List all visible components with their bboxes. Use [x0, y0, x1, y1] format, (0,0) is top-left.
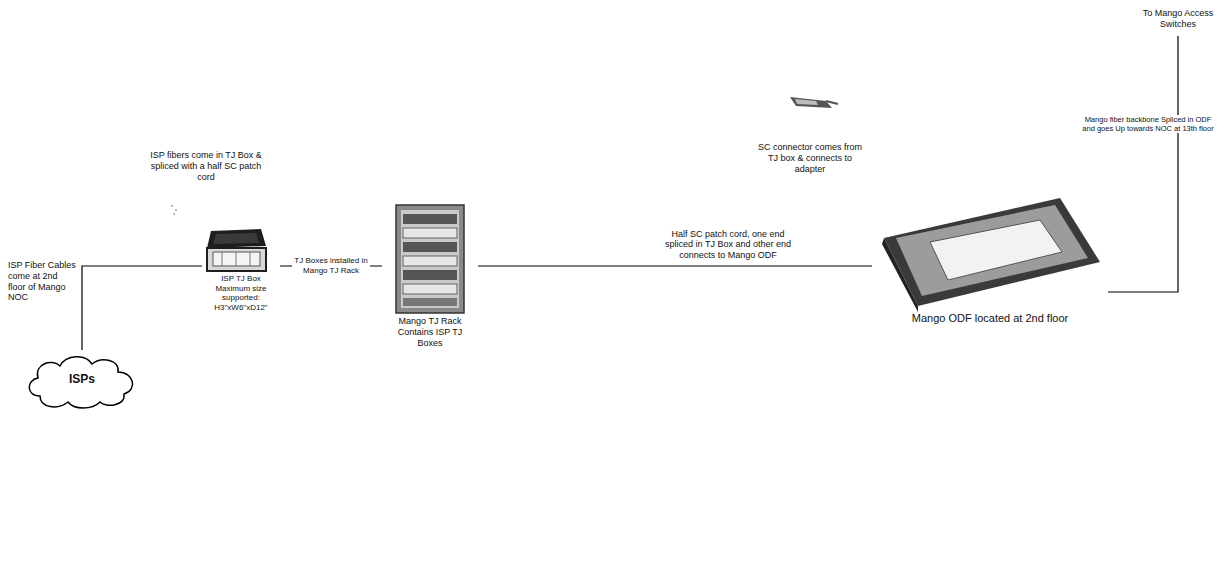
equipment-caption: Mango ODF located at 2nd floor: [912, 312, 1069, 325]
connector: [478, 265, 872, 266]
equipment-node: Mango TJ Rack Contains ISP TJ Boxes: [382, 202, 478, 351]
equipment-caption: ISP TJ Box Maximum size supported: H3"xW…: [206, 274, 276, 312]
backbone-line: [1108, 36, 1178, 292]
connector-label: Half SC patch cord, one end spliced in T…: [657, 228, 799, 262]
connector-label: TJ Boxes installed in Mango TJ Rack: [292, 255, 370, 276]
rack-illustration: [396, 205, 464, 313]
picture-area: [205, 226, 277, 274]
picture-area: [385, 202, 475, 316]
odf-illustration: [882, 198, 1100, 312]
note-label: To Mango Access Switches: [1138, 8, 1218, 30]
equipment-node: Mango ODF located at 2nd floor: [872, 196, 1108, 328]
sc-connector-illustration: [790, 97, 838, 108]
decor-dots: [171, 205, 177, 215]
note-label: Mango fiber backbone Spliced in ODF and …: [1080, 115, 1216, 133]
picture-area: [875, 196, 1105, 312]
equipment-node: ISP TJ Box Maximum size supported: H3"xW…: [202, 226, 280, 315]
cloud-node: ISPs: [22, 350, 142, 412]
connector: [82, 266, 202, 350]
equipment-caption: Mango TJ Rack Contains ISP TJ Boxes: [394, 316, 466, 348]
cloud-label: ISPs: [69, 372, 95, 386]
note-label: ISP fibers come in TJ Box & spliced with…: [146, 150, 266, 182]
tj-box-illustration: [207, 229, 266, 271]
note-label: SC connector comes from TJ box & connect…: [756, 142, 864, 174]
connector-label: ISP Fiber Cables come at 2nd floor of Ma…: [6, 259, 78, 304]
